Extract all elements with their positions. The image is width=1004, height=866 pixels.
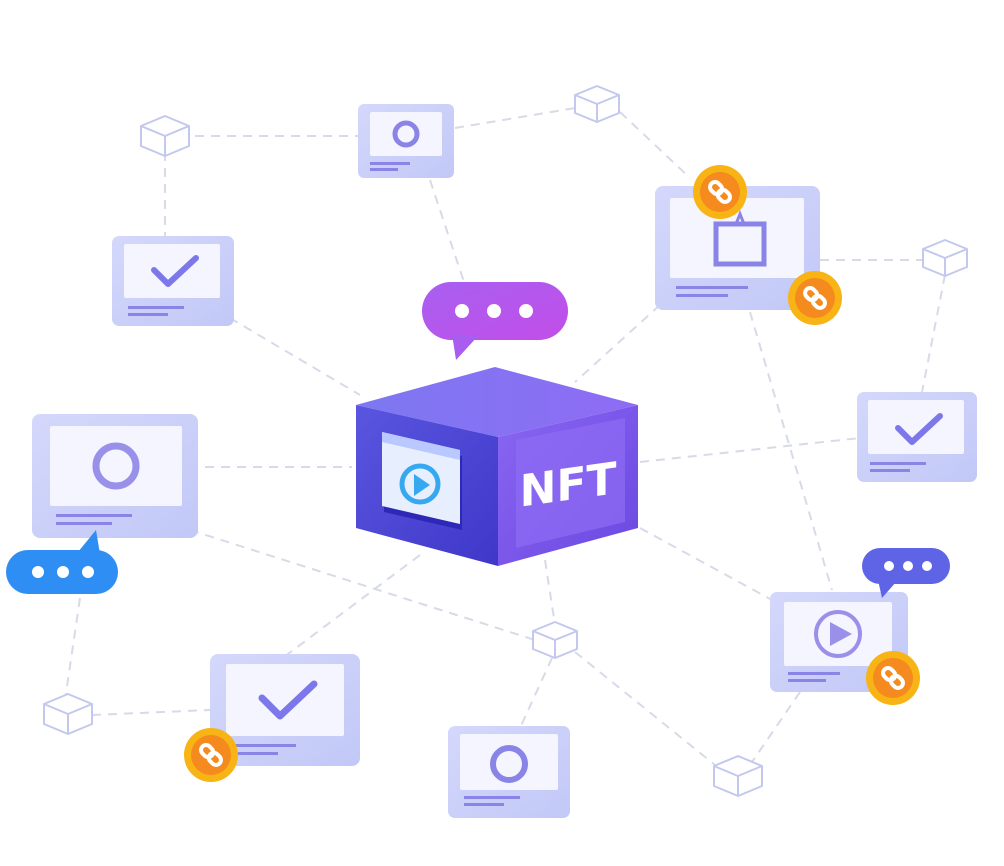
play-icon — [814, 610, 862, 658]
small-cube-icon — [713, 755, 763, 797]
video-window — [382, 432, 462, 530]
network-lines — [64, 107, 946, 766]
chain-coin-icon — [866, 651, 920, 705]
panel-ring-bottom — [448, 726, 570, 818]
panel-ring-top — [358, 104, 454, 178]
ellipsis-icon — [32, 566, 94, 578]
chain-coin-icon — [788, 271, 842, 325]
chat-bubble-purple — [422, 282, 568, 360]
panel-square-right-top — [655, 186, 820, 310]
nft-cube: NFT — [356, 367, 638, 566]
chat-bubble-blue — [6, 530, 118, 594]
panels — [32, 104, 977, 818]
ellipsis-icon — [884, 561, 932, 571]
small-cube-icon — [532, 621, 578, 659]
chain-coin-icon — [184, 728, 238, 782]
ring-icon — [92, 442, 140, 490]
small-cube-icon — [43, 693, 93, 735]
check-icon — [258, 680, 318, 720]
cube-top-face — [356, 367, 638, 437]
coins — [184, 165, 920, 782]
check-icon — [895, 413, 943, 445]
small-cube-icon — [574, 85, 620, 123]
panel-ring-left-large — [32, 414, 198, 538]
check-icon — [151, 255, 199, 287]
chat-bubble-indigo — [862, 548, 950, 598]
ellipsis-icon — [455, 304, 533, 318]
chain-coin-icon — [693, 165, 747, 219]
panel-check-left-top — [112, 236, 234, 326]
small-cube-icon — [922, 239, 968, 277]
panel-check-bottom-left — [210, 654, 360, 766]
panel-check-right — [857, 392, 977, 482]
ring-icon — [392, 120, 420, 148]
ring-icon — [490, 745, 528, 783]
node-cubes — [43, 85, 968, 797]
square-icon — [713, 221, 767, 267]
play-icon — [399, 463, 441, 505]
small-cube-icon — [140, 115, 190, 157]
